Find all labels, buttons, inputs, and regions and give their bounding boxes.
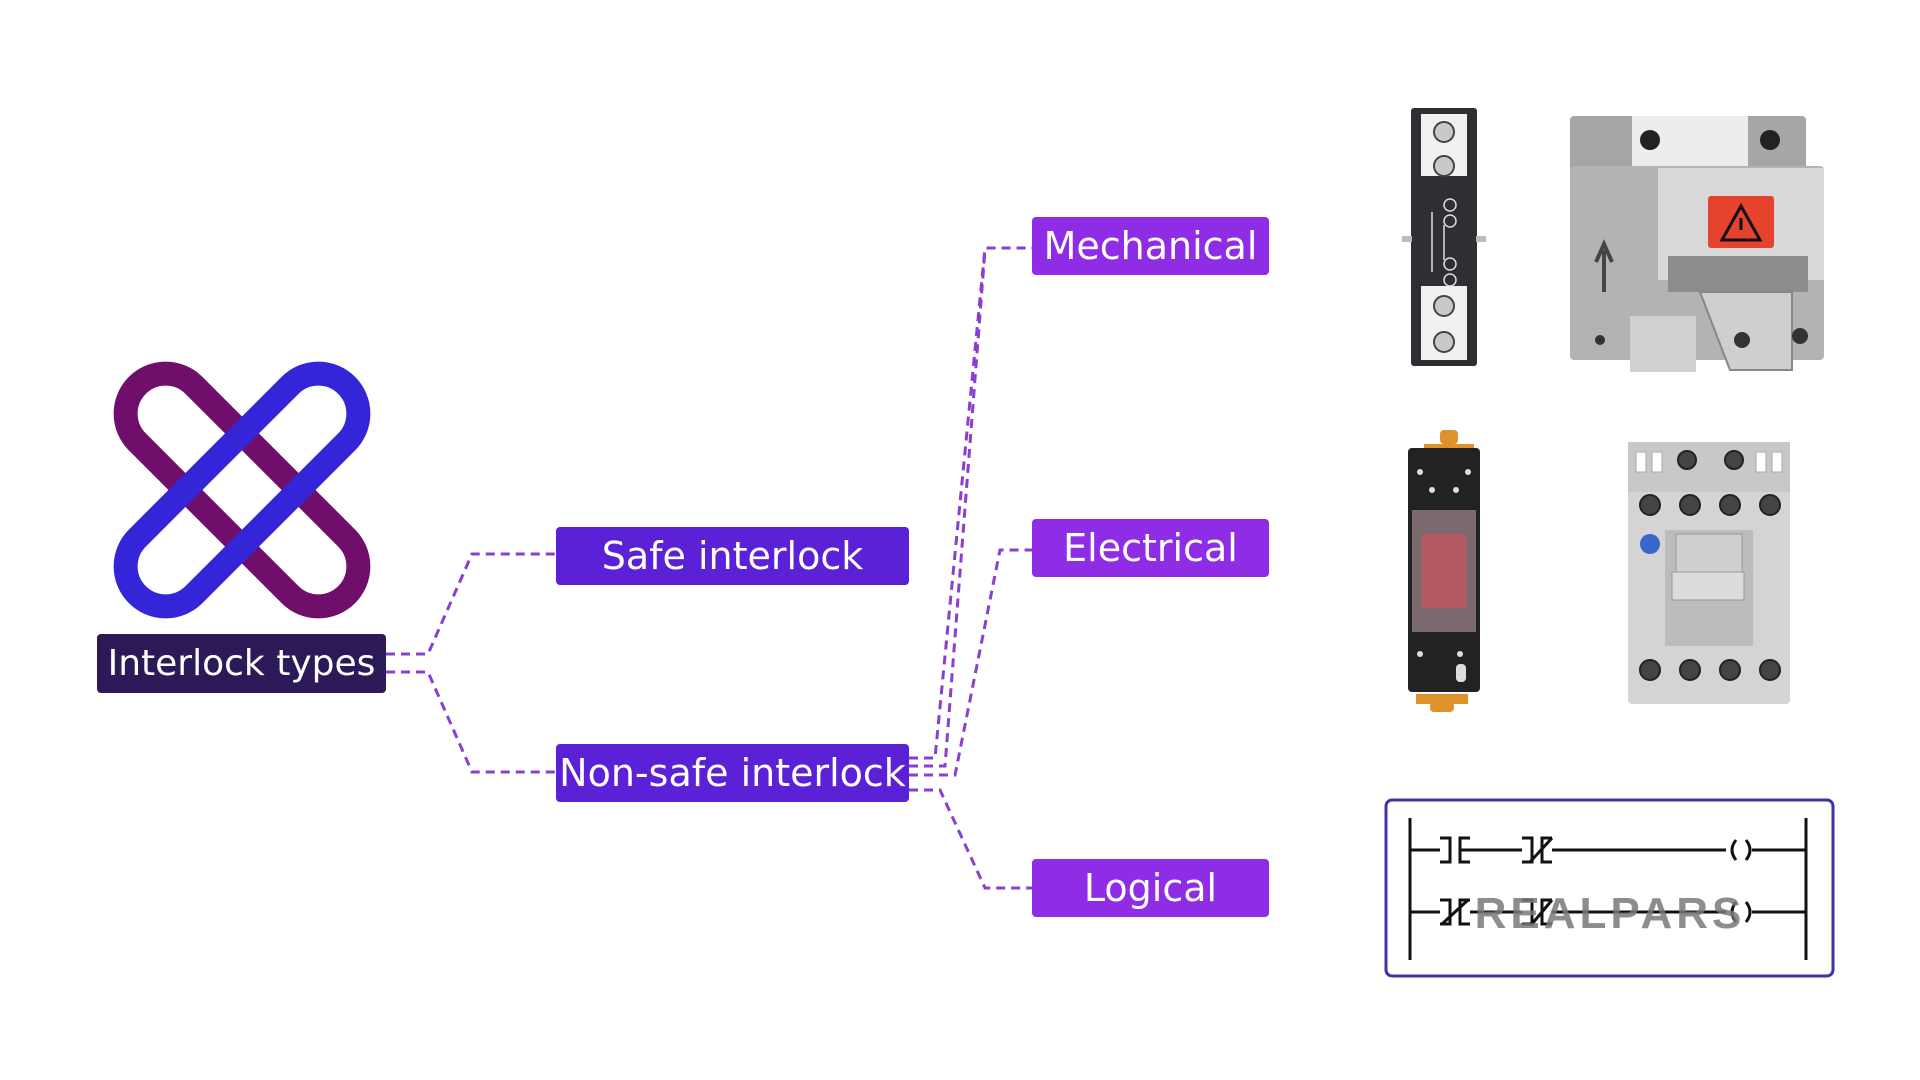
node-safe-interlock-label: Safe interlock (601, 534, 864, 578)
node-electrical-label: Electrical (1063, 526, 1238, 570)
node-electrical: Electrical (1032, 519, 1269, 577)
node-mechanical: Mechanical (1032, 217, 1269, 275)
connector-nonsafe-logical (909, 788, 1032, 890)
node-logical: Logical (1032, 859, 1269, 917)
node-non-safe-interlock-label: Non-safe interlock (559, 751, 906, 795)
node-safe-interlock: Safe interlock (556, 527, 909, 585)
node-logical-label: Logical (1083, 866, 1218, 910)
node-non-safe-interlock: Non-safe interlock (556, 744, 909, 802)
root-node-label: Interlock types (107, 643, 376, 684)
connector-nonsafe-mechanical (909, 246, 1032, 760)
connector-root-nonsafe (386, 670, 556, 774)
connector-nonsafe-mechanical-2 (909, 249, 987, 768)
watermark-text: REALPARS (1475, 889, 1746, 938)
root-node-interlock-types: Interlock types (97, 634, 386, 693)
connector-nonsafe-electrical (909, 548, 1032, 777)
node-mechanical-label: Mechanical (1043, 224, 1258, 268)
connector-root-safe (386, 552, 556, 656)
